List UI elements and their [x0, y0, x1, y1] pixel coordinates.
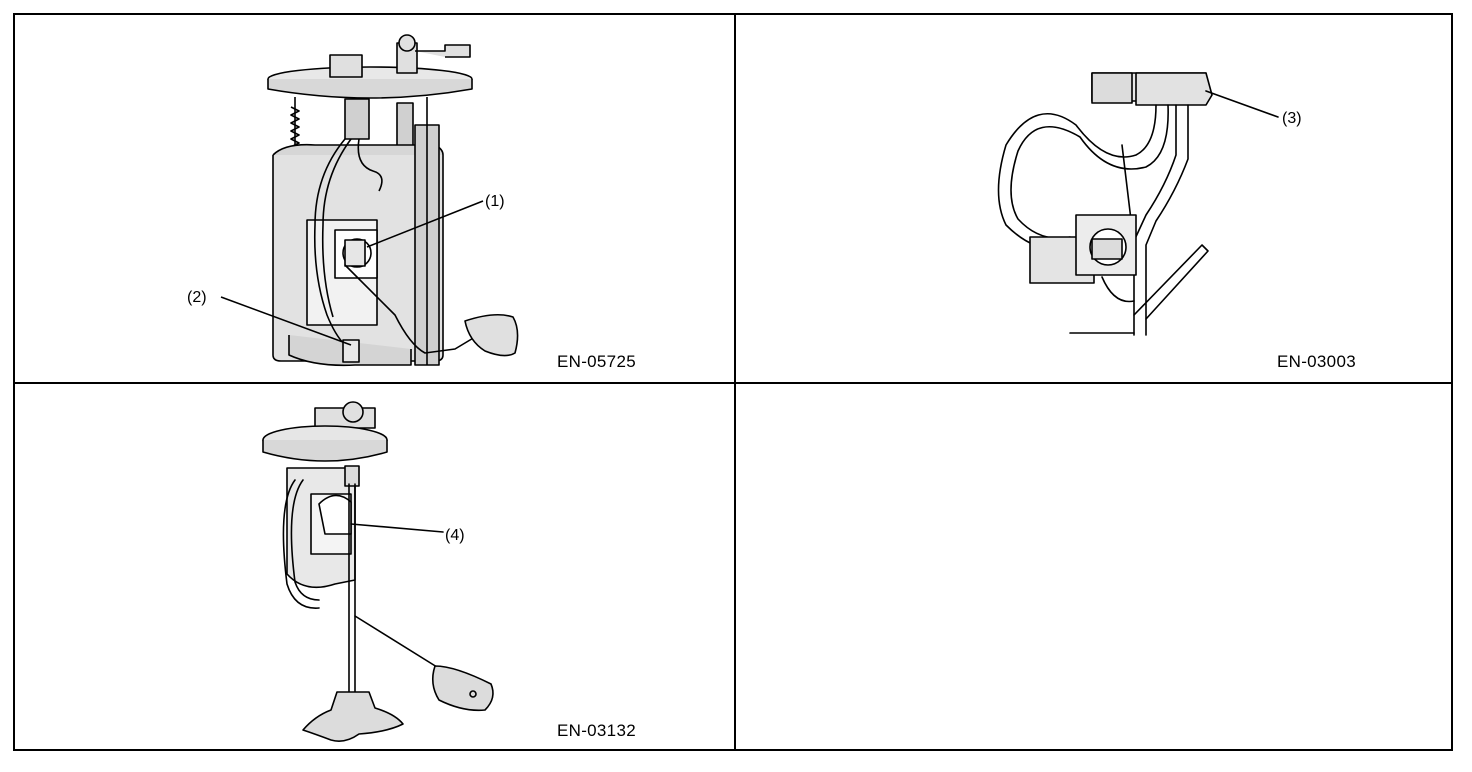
panel-empty	[736, 384, 1453, 751]
callout-2: (2)	[187, 289, 207, 306]
figure-code: EN-03132	[557, 721, 636, 740]
panel-fuel-pump-assembly: (1) (2) EN-05725	[15, 15, 734, 382]
fuel-pump-illustration: (1) (2)	[187, 34, 519, 367]
connector-hose-illustration: (3)	[997, 72, 1302, 336]
grid-divider-horizontal	[15, 382, 1451, 384]
fuel-sub-meter-illustration: (4)	[262, 401, 494, 742]
panel-connector-hose: (3) EN-03003	[736, 15, 1453, 382]
figure-grid: (1) (2) EN-05725	[13, 13, 1453, 751]
figure-code: EN-05725	[557, 352, 636, 371]
figure-code: EN-03003	[1277, 352, 1356, 371]
callout-3: (3)	[1282, 110, 1302, 127]
callout-4: (4)	[445, 527, 465, 544]
callout-1: (1)	[485, 193, 505, 210]
panel-fuel-sub-meter: (4) EN-03132	[15, 384, 734, 751]
